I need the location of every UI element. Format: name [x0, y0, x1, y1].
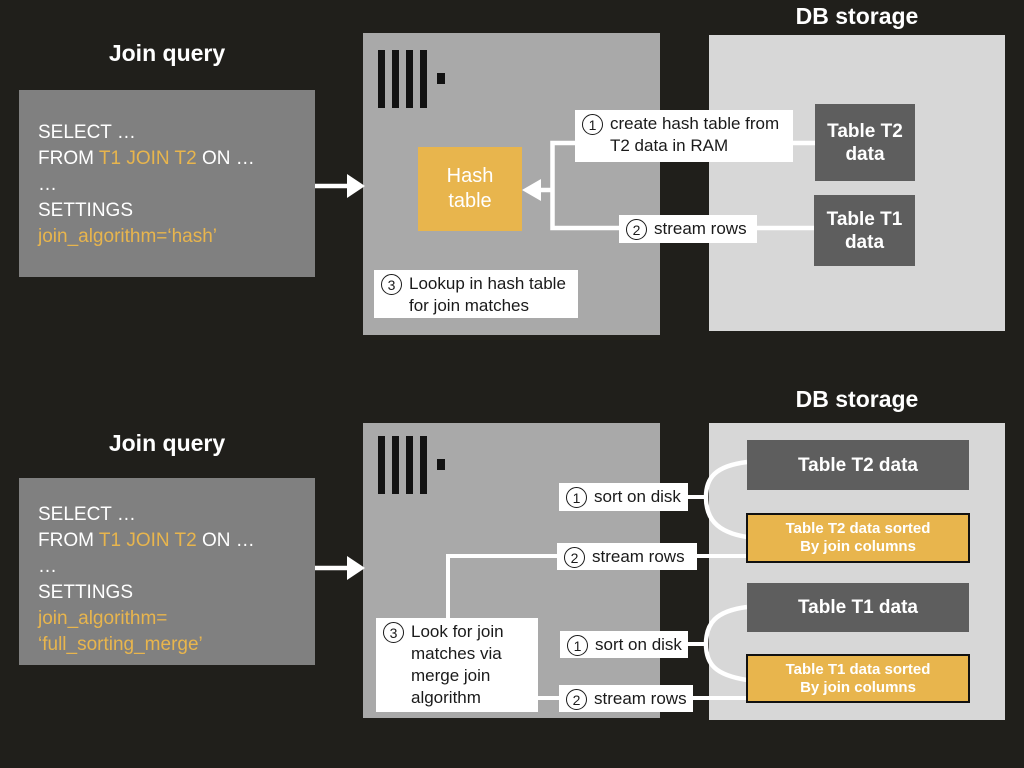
step-2-stream-rows-note: 2 stream rows: [619, 215, 757, 243]
db-storage-panel-top: [709, 35, 1005, 331]
table-t1-data-box-top: Table T1 data: [814, 195, 915, 266]
table-t1-data-box-bottom: Table T1 data: [747, 583, 969, 632]
step-text: stream rows: [654, 219, 747, 238]
step-text: stream rows: [592, 547, 685, 566]
sql-line-from: FROM T1 JOIN T2 ON …: [38, 530, 255, 551]
sql-query-box-merge: SELECT … FROM T1 JOIN T2 ON … … SETTINGS…: [19, 478, 315, 665]
table-t2-label: Table T2 data: [827, 120, 903, 165]
step-number-icon: 2: [626, 219, 647, 240]
sql-line-select: SELECT …: [38, 504, 136, 525]
sql-line-select: SELECT …: [38, 122, 136, 143]
hash-table-label: Hash table: [446, 165, 494, 212]
step-3-lookup-note: 3 Lookup in hash table for join matches: [374, 270, 578, 318]
step-number-icon: 2: [564, 547, 585, 568]
table-t1-label: Table T1 data: [797, 597, 918, 618]
sql-line-algorithm: join_algorithm=: [38, 608, 168, 629]
step-number-icon: 1: [566, 487, 587, 508]
db-storage-title-bottom: DB storage: [795, 386, 919, 412]
step-text: sort on disk: [595, 635, 682, 654]
step-text: create hash table from T2 data in RAM: [610, 114, 780, 155]
join-query-title-bottom: Join query: [108, 430, 226, 456]
step-3-merge-join-note: 3 Look for join matches via merge join a…: [376, 618, 538, 712]
table-t2-sorted-box: Table T2 data sorted By join columns: [746, 513, 970, 563]
sql-join-highlight: T1 JOIN T2: [98, 530, 197, 551]
step-2-stream-rows-note-t2: 2 stream rows: [557, 543, 697, 570]
table-t2-data-box-top: Table T2 data: [815, 104, 915, 181]
step-number-icon: 1: [567, 635, 588, 656]
step-number-icon: 3: [383, 622, 404, 643]
table-t2-sorted-line2: By join columns: [800, 538, 916, 555]
sql-query-box-hash: SELECT … FROM T1 JOIN T2 ON … … SETTINGS…: [19, 90, 315, 277]
step-1-sort-on-disk-note-t2: 1 sort on disk: [559, 483, 688, 511]
step-number-icon: 2: [566, 689, 587, 710]
sql-line-algorithm: join_algorithm=‘hash’: [38, 226, 218, 247]
table-t2-data-box-bottom: Table T2 data: [747, 440, 969, 490]
sql-line-from: FROM T1 JOIN T2 ON …: [38, 148, 255, 169]
step-number-icon: 1: [582, 114, 603, 135]
table-t1-sorted-line2: By join columns: [800, 678, 916, 696]
table-t1-sorted-line1: Table T1 data sorted: [785, 660, 931, 678]
sql-join-highlight: T1 JOIN T2: [98, 148, 197, 169]
table-t2-sorted-line1: Table T2 data sorted: [785, 520, 931, 537]
sql-line-settings: SETTINGS: [38, 582, 134, 603]
step-text: Lookup in hash table for join matches: [409, 274, 566, 315]
db-storage-title-top: DB storage: [795, 3, 919, 29]
hash-table-box: Hash table: [418, 147, 522, 231]
step-number-icon: 3: [381, 274, 402, 295]
clickhouse-logo-icon: [363, 423, 660, 718]
step-text: stream rows: [594, 689, 687, 708]
arrow-query-to-server-top: [312, 174, 365, 198]
join-query-title-top: Join query: [108, 40, 226, 66]
step-1-create-hash-table-note: 1 create hash table from T2 data in RAM: [575, 110, 793, 162]
step-text: Look for join matches via merge join alg…: [411, 622, 504, 707]
arrow-query-to-server-bottom: [312, 556, 365, 580]
sql-line-settings: SETTINGS: [38, 200, 134, 221]
step-2-stream-rows-note-t1: 2 stream rows: [559, 685, 693, 712]
step-text: sort on disk: [594, 487, 681, 506]
table-t1-label: Table T1 data: [826, 208, 903, 253]
clickhouse-logo-icon: [363, 33, 660, 335]
sql-line-algorithm-value: ‘full_sorting_merge’: [38, 634, 203, 655]
table-t1-sorted-box: Table T1 data sorted By join columns: [746, 654, 970, 703]
sql-line-ellipsis: …: [38, 174, 57, 195]
sql-line-ellipsis: …: [38, 556, 57, 577]
step-1-sort-on-disk-note-t1: 1 sort on disk: [560, 631, 688, 658]
table-t2-label: Table T2 data: [797, 454, 918, 476]
